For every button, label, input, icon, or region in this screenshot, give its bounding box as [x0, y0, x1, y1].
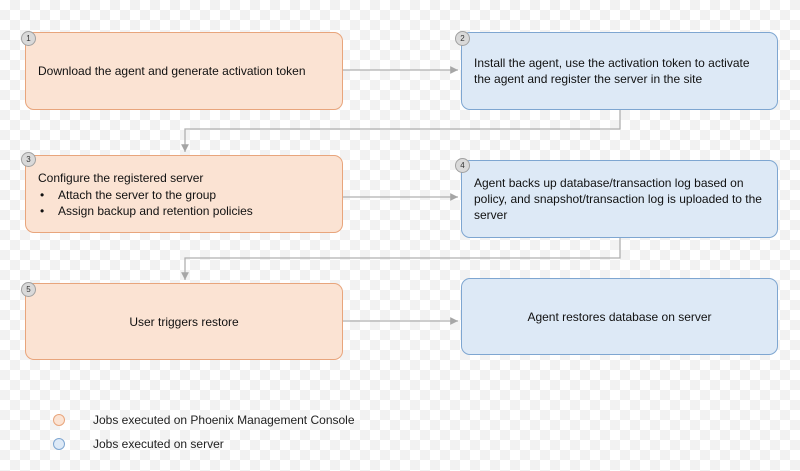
step-1-box: Download the agent and generate activati…: [25, 32, 343, 110]
step-3-box: Configure the registered server Attach t…: [25, 155, 343, 233]
step-4-box: Agent backs up database/transaction log …: [461, 160, 778, 238]
step-3-bullet: Attach the server to the group: [38, 187, 330, 203]
step-6-box: Agent restores database on server: [461, 278, 778, 355]
step-5-badge: 5: [21, 282, 36, 297]
legend-server-swatch: [53, 438, 65, 450]
step-3-title: Configure the registered server: [38, 170, 204, 185]
step-4-text: Agent backs up database/transaction log …: [474, 176, 762, 222]
step-3-badge: 3: [21, 152, 36, 167]
step-3-bullet: Assign backup and retention policies: [38, 203, 330, 219]
step-3-bullets: Attach the server to the group Assign ba…: [38, 187, 330, 219]
arrow-4-to-5: [181, 238, 621, 280]
arrow-2-to-3: [181, 109, 621, 152]
step-4-badge: 4: [455, 158, 470, 173]
step-5-box: User triggers restore: [25, 283, 343, 360]
step-1-badge: 1: [21, 31, 36, 46]
step-5-text: User triggers restore: [129, 314, 239, 329]
legend-server-label: Jobs executed on server: [93, 437, 224, 451]
step-1-text: Download the agent and generate activati…: [38, 64, 306, 78]
step-2-box: Install the agent, use the activation to…: [461, 32, 778, 110]
legend-console-label: Jobs executed on Phoenix Management Cons…: [93, 413, 355, 427]
step-6-text: Agent restores database on server: [527, 309, 712, 324]
step-2-text: Install the agent, use the activation to…: [474, 56, 750, 86]
step-2-badge: 2: [455, 31, 470, 46]
legend-console-swatch: [53, 414, 65, 426]
